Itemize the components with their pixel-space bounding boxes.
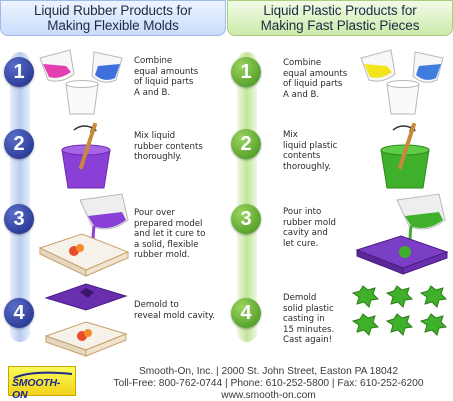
model-icon bbox=[69, 244, 84, 256]
step-2-text: Mix liquid rubber contents thoroughly. bbox=[134, 131, 226, 163]
text-line: of liquid parts bbox=[283, 79, 343, 89]
cup-a-icon bbox=[39, 49, 75, 82]
text-line: Pour over bbox=[134, 208, 176, 218]
plastic-title-line1: Liquid Plastic Products for bbox=[263, 3, 417, 18]
text-line: reveal mold cavity. bbox=[134, 310, 216, 321]
text-line: A and B. bbox=[283, 89, 320, 100]
step-3-number: 3 bbox=[4, 204, 34, 234]
text-line: thoroughly. bbox=[134, 152, 183, 162]
smooth-on-logo: SMOOTH-ON bbox=[8, 366, 76, 401]
logo-swoosh-icon bbox=[13, 371, 73, 379]
cups-ab-illustration bbox=[39, 49, 123, 115]
text-line: Mix liquid bbox=[134, 131, 176, 141]
text-line: equal amounts bbox=[283, 68, 348, 79]
step-4-number: 4 bbox=[231, 298, 261, 328]
plastic-panel: Liquid Plastic Products for Making Fast … bbox=[227, 0, 453, 362]
step-rail bbox=[10, 52, 30, 342]
footer: SMOOTH-ON Smooth-On, Inc. | 2000 St. Joh… bbox=[0, 362, 453, 401]
step-4-number: 4 bbox=[4, 298, 34, 328]
text-line: a solid, flexible bbox=[134, 239, 199, 250]
step-1-text: Combine equal amounts of liquid parts A … bbox=[134, 56, 226, 98]
empty-cup-icon bbox=[65, 80, 99, 115]
stick-icon bbox=[78, 122, 98, 170]
casting-icon bbox=[419, 313, 448, 336]
text-line: cavity and bbox=[283, 228, 328, 238]
casting-icon bbox=[351, 313, 380, 336]
step-2-number: 2 bbox=[4, 129, 34, 159]
step-3-text: Pour over prepared model and let it cure… bbox=[134, 208, 226, 261]
pour-rubber-illustration bbox=[38, 193, 130, 277]
step-2-number: 2 bbox=[231, 129, 261, 159]
casting-icon bbox=[385, 313, 414, 336]
text-line: 15 minutes. bbox=[283, 324, 335, 335]
empty-cup-icon bbox=[386, 80, 420, 115]
step-1-number: 1 bbox=[231, 57, 261, 87]
text-line: Combine bbox=[283, 58, 322, 68]
step-1-number: 1 bbox=[4, 57, 34, 87]
rubber-title-line2: Making Flexible Molds bbox=[47, 18, 179, 33]
plastic-title-line2: Making Fast Plastic Pieces bbox=[260, 18, 420, 33]
green-castings-illustration bbox=[351, 285, 448, 336]
stick-icon bbox=[397, 122, 417, 170]
rubber-panel: Liquid Rubber Products for Making Flexib… bbox=[0, 0, 226, 362]
contact-numbers: Toll-Free: 800-762-0744 | Phone: 610-252… bbox=[113, 378, 424, 389]
text-line: let cure. bbox=[283, 238, 319, 249]
step-rail bbox=[237, 52, 257, 342]
text-line: and let it cure to bbox=[134, 229, 206, 239]
text-line: prepared model bbox=[134, 218, 203, 229]
pour-plastic-illustration bbox=[355, 193, 449, 275]
logo-text: SMOOTH-ON bbox=[12, 377, 61, 401]
casting-icon bbox=[419, 285, 448, 308]
text-line: rubber mold bbox=[283, 217, 336, 228]
demold-illustration bbox=[44, 283, 128, 357]
text-line: contents bbox=[283, 151, 321, 161]
text-line: liquid plastic bbox=[283, 140, 338, 151]
text-line: rubber contents bbox=[134, 141, 203, 152]
step-4-text: Demold solid plastic casting in 15 minut… bbox=[283, 293, 383, 346]
text-line: Demold to bbox=[134, 300, 179, 310]
text-line: solid plastic bbox=[283, 303, 334, 314]
website-link[interactable]: www.smooth-on.com bbox=[221, 390, 316, 401]
mix-cup-illustration bbox=[380, 122, 430, 189]
company-address: Smooth-On, Inc. | 2000 St. John Street, … bbox=[139, 366, 398, 377]
step-4-text: Demold to reveal mold cavity. bbox=[134, 300, 226, 321]
rubber-title-line1: Liquid Rubber Products for bbox=[34, 3, 192, 18]
text-line: of liquid parts bbox=[134, 77, 194, 87]
plastic-panel-header: Liquid Plastic Products for Making Fast … bbox=[227, 0, 453, 36]
cup-a-icon bbox=[360, 49, 396, 82]
rubber-panel-header: Liquid Rubber Products for Making Flexib… bbox=[0, 0, 226, 36]
cups-ab-illustration bbox=[360, 49, 444, 115]
casting-icon bbox=[385, 285, 414, 308]
mix-cup-illustration bbox=[61, 122, 111, 189]
step-2-text: Mix liquid plastic contents thoroughly. bbox=[283, 130, 383, 172]
text-line: Combine bbox=[134, 56, 173, 66]
text-line: rubber mold. bbox=[134, 250, 190, 260]
step-3-text: Pour into rubber mold cavity and let cur… bbox=[283, 207, 383, 249]
text-line: thoroughly. bbox=[283, 161, 332, 172]
cup-b-icon bbox=[91, 51, 123, 83]
text-line: Demold bbox=[283, 293, 317, 303]
text-line: casting in bbox=[283, 314, 325, 324]
cup-b-icon bbox=[412, 51, 444, 83]
text-line: Mix bbox=[283, 130, 298, 140]
step-1-text: Combine equal amounts of liquid parts A … bbox=[283, 58, 383, 100]
step-3-number: 3 bbox=[231, 204, 261, 234]
text-line: Pour into bbox=[283, 207, 322, 217]
text-line: Cast again! bbox=[283, 335, 333, 345]
casting-icon bbox=[351, 285, 380, 308]
text-line: A and B. bbox=[134, 87, 171, 98]
text-line: equal amounts bbox=[134, 66, 199, 77]
